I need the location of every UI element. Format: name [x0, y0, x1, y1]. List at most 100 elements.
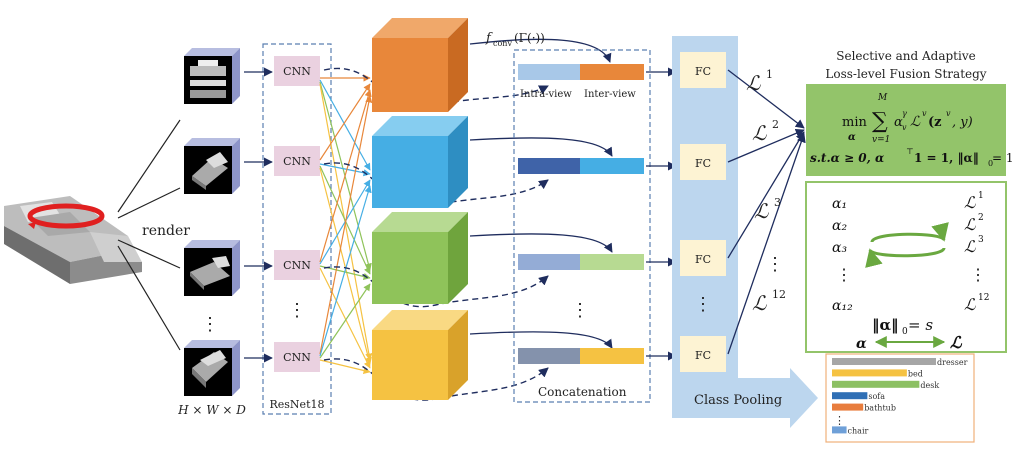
svg-text:= 1: = 1	[992, 151, 1014, 165]
cnn-block: CNN	[274, 250, 320, 280]
svg-text:ℒ: ℒ	[964, 295, 976, 314]
feature-cube-green	[372, 212, 468, 304]
resnet18-label: ResNet18	[270, 398, 325, 411]
svg-text:α₁: α₁	[832, 196, 847, 212]
inter-view-arrows	[469, 38, 613, 349]
svg-text:α: α	[894, 115, 903, 130]
svg-text:v=1: v=1	[872, 135, 890, 145]
svg-text:CNN: CNN	[283, 259, 311, 272]
view-image	[184, 340, 240, 396]
svg-text:α: α	[848, 132, 856, 143]
svg-text:⋮: ⋮	[836, 265, 852, 284]
svg-text:FC: FC	[695, 349, 711, 362]
bar-dresser	[832, 358, 936, 365]
svg-text:ℒ: ℒ	[964, 215, 976, 234]
cnn-block: CNN	[274, 342, 320, 372]
svg-text:⊤: ⊤	[906, 147, 914, 156]
bar-label-bathtub: bathtub	[864, 404, 896, 413]
concat-vector	[518, 158, 644, 174]
render-line	[117, 245, 181, 351]
class-pooling-label: Class Pooling	[694, 393, 782, 408]
cnn-block: CNN	[274, 146, 320, 176]
svg-text:= s: = s	[908, 316, 933, 334]
inter-view-label: Inter-view	[584, 89, 636, 100]
svg-text:(Γ(·)): (Γ(·))	[514, 31, 545, 45]
svg-text:ℒ: ℒ	[746, 71, 761, 95]
feature-cube-yellow	[372, 310, 468, 400]
svg-text:α₃: α₃	[832, 240, 847, 256]
concat-ellipsis: ⋮	[571, 300, 589, 321]
svg-text:1 = 1, ‖α‖: 1 = 1, ‖α‖	[914, 151, 979, 165]
svg-text:ℒ: ℒ	[752, 291, 767, 315]
svg-text:3: 3	[978, 235, 984, 245]
class-score-chart: dresser bed desk sofa bathtub ⋮chair	[832, 358, 968, 435]
concat-vector	[518, 254, 644, 270]
concat-vector	[518, 348, 644, 364]
svg-text:ℒ: ℒ	[752, 121, 767, 145]
svg-text:(z: (z	[928, 115, 942, 130]
svg-text:‖α‖: ‖α‖	[872, 316, 899, 334]
fc-ellipsis: ⋮	[694, 294, 712, 315]
alpha-loss-box	[805, 181, 1007, 353]
svg-text:1: 1	[978, 191, 984, 201]
svg-text:conv: conv	[493, 39, 512, 48]
input-size-label: H × W × D	[177, 403, 246, 417]
view-image	[184, 48, 240, 104]
bar-label-desk: desk	[920, 381, 939, 390]
svg-text:3: 3	[774, 196, 781, 209]
fc-block: FC	[680, 144, 726, 180]
bar-chair	[832, 426, 847, 434]
svg-text:1: 1	[766, 68, 773, 81]
bar-bed	[832, 369, 907, 377]
cycle-icon	[865, 222, 949, 268]
concatenation-label: Concatenation	[538, 385, 627, 399]
svg-text:FC: FC	[695, 157, 711, 170]
bar-label-chair: chair	[848, 426, 869, 435]
svg-text:ℒ: ℒ	[754, 199, 769, 223]
svg-text:CNN: CNN	[283, 155, 311, 168]
bar-label-bed: bed	[908, 369, 923, 378]
bar-label-sofa: sofa	[868, 392, 885, 401]
svg-text:FC: FC	[695, 253, 711, 266]
svg-text:v: v	[902, 123, 907, 132]
svg-text:0: 0	[902, 327, 908, 337]
concat-vector	[518, 64, 644, 80]
svg-text:, y): , y)	[952, 115, 973, 130]
svg-text:α₂: α₂	[832, 218, 847, 234]
svg-text:12: 12	[978, 293, 989, 303]
svg-text:FC: FC	[695, 65, 711, 78]
render-line	[117, 119, 181, 213]
fusion-title-line2: Loss-level Fusion Strategy	[825, 67, 986, 81]
svg-text:M: M	[877, 93, 888, 103]
bar-label-dresser: dresser	[937, 358, 968, 367]
class-pooling-arrow	[672, 368, 818, 428]
view-ellipsis: ⋮	[201, 314, 219, 335]
fc-block: FC	[680, 336, 726, 372]
render-label: render	[142, 223, 190, 239]
svg-text:⋮: ⋮	[970, 265, 986, 284]
fconv-label: f conv (Γ(·))	[485, 31, 545, 48]
svg-text:ℒ: ℒ	[964, 237, 976, 256]
svg-text:ℒ: ℒ	[964, 193, 976, 212]
svg-text:2: 2	[772, 118, 779, 131]
alpha-symbol: α	[856, 336, 867, 352]
render-line	[117, 187, 181, 219]
fc-block: FC	[680, 52, 726, 88]
svg-text:min: min	[842, 115, 867, 130]
render-line	[117, 239, 181, 269]
svg-text:∑: ∑	[872, 109, 888, 134]
fc-block: FC	[680, 240, 726, 276]
loss-symbol: ℒ	[950, 333, 963, 352]
svg-text:γ: γ	[902, 109, 907, 118]
view-image	[184, 138, 240, 194]
input-3d-object	[4, 196, 142, 284]
svg-text:CNN: CNN	[283, 351, 311, 364]
chart-ellipsis: ⋮	[834, 414, 845, 427]
view-image	[184, 240, 240, 296]
fusion-objective-box	[806, 84, 1006, 176]
svg-text:0: 0	[988, 159, 993, 168]
